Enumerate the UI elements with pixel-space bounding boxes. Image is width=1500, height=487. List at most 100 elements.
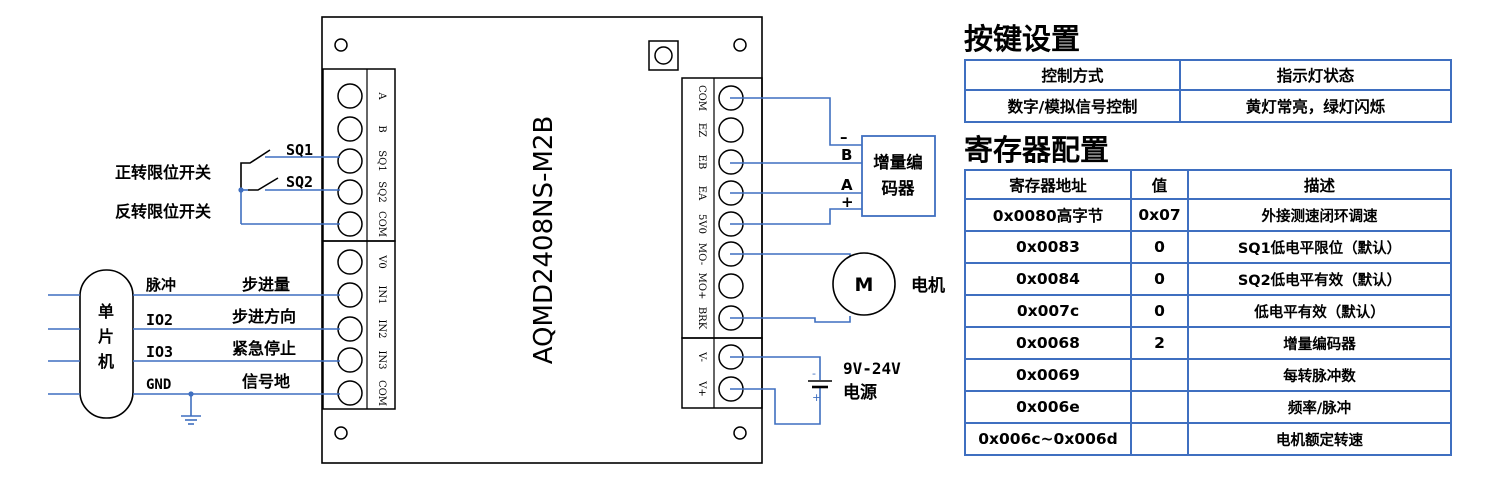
left-pin-label: A (376, 91, 387, 100)
left-terminal-8 (337, 347, 363, 373)
encoder-box (861, 135, 936, 217)
sq2-label: SQ2 (286, 173, 313, 191)
encoder-plus-label: + (841, 193, 854, 211)
register-description: 每转脉冲数 (1187, 358, 1452, 392)
left-pin-label: B (376, 125, 387, 132)
register-header-description: 描述 (1187, 169, 1452, 200)
left-terminal-9 (337, 380, 363, 406)
left-terminal-4 (337, 211, 363, 237)
left-pin-label: COM (376, 211, 387, 237)
board-model: AQMD2408NS-M2B (529, 116, 559, 365)
left-pin-label: SQ1 (376, 150, 387, 171)
right-pin-label: EB (696, 155, 707, 170)
table-row: 0x0083 0 SQ1低电平限位（默认） (964, 230, 1452, 264)
table-row: 0x0069 每转脉冲数 (964, 358, 1452, 392)
mcu-label-3: 机 (98, 352, 114, 371)
mcu-func-step: 步进量 (242, 275, 290, 294)
key-settings-header-indicator: 指示灯状态 (1179, 59, 1452, 91)
mcu-label-2: 片 (98, 327, 114, 346)
register-config-header-row: 寄存器地址 值 描述 (964, 169, 1452, 200)
register-value: 0x07 (1130, 198, 1189, 232)
left-terminal-2 (337, 148, 363, 174)
key-settings-header-row: 控制方式 指示灯状态 (964, 59, 1452, 91)
register-value (1130, 358, 1189, 392)
mcu-pin-pulse: 脉冲 (145, 276, 176, 294)
encoder-label-2: 码器 (882, 179, 916, 198)
left-terminal-block (322, 68, 396, 410)
table-row: 0x006e 频率/脉冲 (964, 390, 1452, 424)
left-pin-label: IN2 (376, 319, 387, 338)
sq1-label: SQ1 (286, 141, 313, 159)
mount-hole-bottom-left (334, 426, 348, 440)
mcu-func-signal-ground: 信号地 (242, 372, 290, 391)
switch-contacts (240, 149, 279, 191)
right-pin-label: EZ (696, 123, 707, 137)
forward-limit-switch-label: 正转限位开关 (115, 163, 211, 182)
register-config-title: 寄存器配置 (964, 133, 1110, 167)
right-terminal-block (681, 77, 763, 409)
limit-switch-wiring (240, 156, 340, 225)
left-terminal-5 (337, 249, 363, 275)
register-description: 外接测速闭环调速 (1187, 198, 1452, 232)
register-value: 0 (1130, 262, 1189, 296)
reverse-limit-switch-label: 反转限位开关 (115, 202, 211, 221)
right-terminal-2 (718, 149, 744, 175)
table-row: 0x0068 2 增量编码器 (964, 326, 1452, 360)
register-address: 0x0083 (964, 230, 1132, 264)
power-wiring (730, 356, 832, 425)
register-header-address: 寄存器地址 (964, 169, 1132, 200)
mount-hole-top-right (733, 38, 747, 52)
mcu-func-direction: 步进方向 (232, 307, 296, 326)
register-description: SQ2低电平有效（默认） (1187, 262, 1452, 296)
power-minus-label: - (812, 367, 816, 380)
table-row: 0x0080高字节 0x07 外接测速闭环调速 (964, 198, 1452, 232)
mcu-pin-io3: IO3 (146, 343, 173, 361)
key-settings-cell: 数字/模拟信号控制 (964, 89, 1181, 123)
register-address: 0x0068 (964, 326, 1132, 360)
register-value: 2 (1130, 326, 1189, 360)
power-voltage: 9V-24V (843, 359, 901, 378)
register-description: 电机额定转速 (1187, 422, 1452, 456)
encoder-wiring (730, 97, 862, 225)
left-pin-label: IN1 (376, 285, 387, 304)
left-terminal-6 (337, 282, 363, 308)
power-label: 电源 (843, 382, 877, 403)
register-description: 频率/脉冲 (1187, 390, 1452, 424)
encoder-a-label: A (841, 176, 853, 194)
register-value (1130, 422, 1189, 456)
key-settings-cell: 黄灯常亮，绿灯闪烁 (1179, 89, 1452, 123)
mcu-block (79, 269, 134, 419)
table-row: 0x0084 0 SQ2低电平有效（默认） (964, 262, 1452, 296)
right-pin-label: EA (696, 186, 707, 201)
right-pin-label: V+ (696, 380, 707, 397)
left-terminal-3 (337, 179, 363, 205)
register-value: 0 (1130, 294, 1189, 328)
right-pin-label: 5V0 (696, 214, 707, 234)
motor-label: 电机 (911, 275, 945, 296)
mount-hole-bottom-right (733, 426, 747, 440)
mcu-func-estop: 紧急停止 (232, 339, 296, 358)
driver-board: AQMD2408NS-M2B ABSQ1SQ2COMV0IN1IN2IN3COM… (321, 16, 763, 464)
power-plus-label: + (812, 391, 821, 404)
right-pin-label: V- (696, 351, 707, 362)
key-settings-title: 按键设置 (964, 22, 1081, 56)
switch-common-node (238, 187, 244, 193)
table-row: 数字/模拟信号控制 黄灯常亮，绿灯闪烁 (964, 89, 1452, 123)
mcu-pin-gnd: GND (146, 377, 171, 393)
motor-symbol: M (855, 274, 874, 296)
left-pin-label: COM (376, 380, 387, 406)
encoder-minus-label: – (840, 128, 848, 146)
key-settings-table: 控制方式 指示灯状态 数字/模拟信号控制 黄灯常亮，绿灯闪烁 (964, 59, 1452, 123)
left-terminal-0 (337, 83, 363, 109)
register-header-value: 值 (1130, 169, 1189, 200)
motor-circle (832, 252, 896, 316)
register-description: SQ1低电平限位（默认） (1187, 230, 1452, 264)
encoder-label-1: 增量编 (873, 152, 923, 172)
gnd-node (188, 391, 194, 397)
mcu-pin-io2: IO2 (146, 311, 173, 329)
register-config-table: 寄存器地址 值 描述 0x0080高字节 0x07 外接测速闭环调速 0x008… (964, 169, 1452, 456)
register-description: 低电平有效（默认） (1187, 294, 1452, 328)
register-address: 0x006e (964, 390, 1132, 424)
left-pin-label: V0 (376, 254, 387, 269)
